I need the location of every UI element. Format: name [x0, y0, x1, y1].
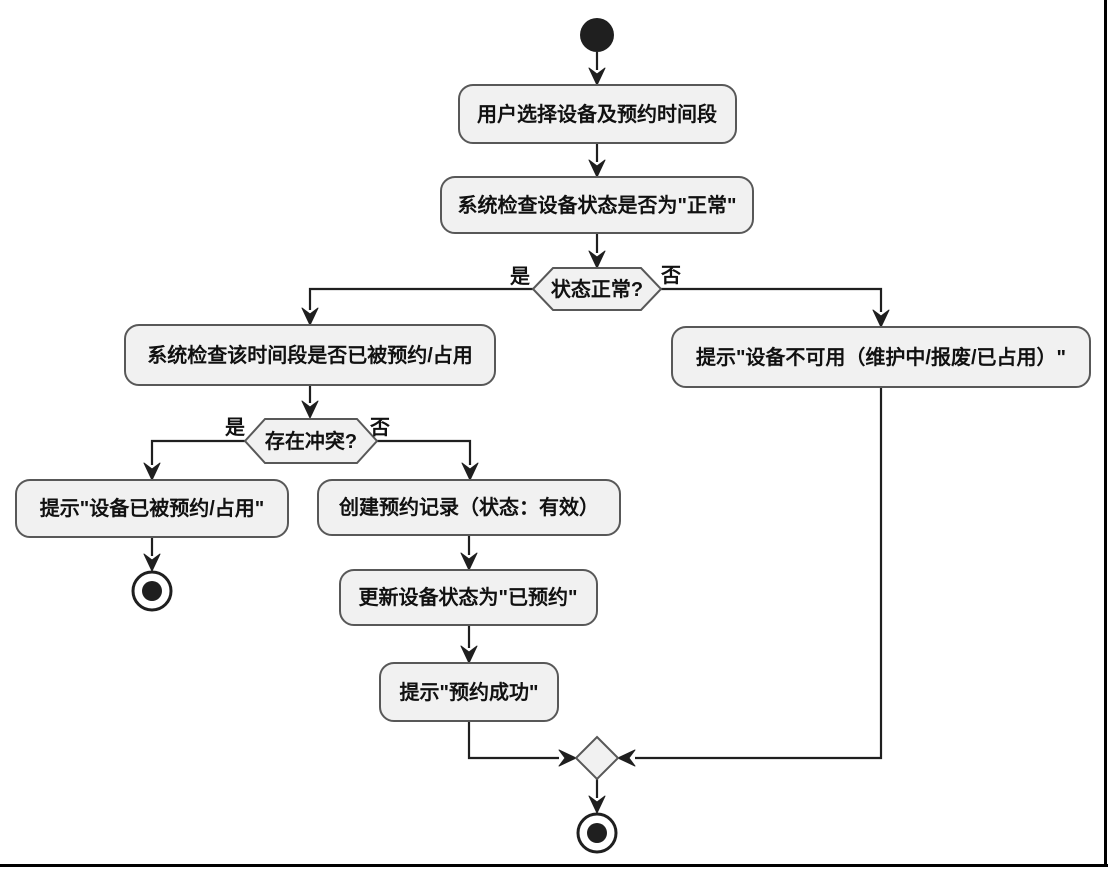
- activity-box: [671, 326, 1091, 388]
- activity-box: [440, 176, 754, 234]
- activity-check-timeslot: 系统检查该时间段是否已被预约/占用: [124, 324, 496, 386]
- decision-status-normal: 状态正常? 是 否: [509, 265, 681, 311]
- merge-diamond: [574, 735, 620, 781]
- decision-hexagon: [531, 267, 663, 311]
- edge-a8-merge: [635, 387, 883, 760]
- arrowhead-down-icon: [872, 309, 890, 328]
- decision-hexagon: [243, 418, 379, 464]
- edge-d2-no-a5: [377, 439, 472, 465]
- edge-a7-merge: [467, 721, 559, 760]
- arrowhead-down-icon: [588, 159, 606, 178]
- arrowhead-down-icon: [461, 462, 479, 481]
- end-node-bottom: [576, 812, 618, 854]
- arrowhead-down-icon: [588, 795, 606, 814]
- activity-label: 系统检查设备状态是否为"正常": [458, 193, 737, 217]
- arrowhead-down-icon: [301, 307, 319, 326]
- guard-no-label: 否: [660, 265, 681, 287]
- activity-prompt-unavailable: 提示"设备不可用（维护中/报废/已占用）": [671, 326, 1091, 388]
- arrowhead-down-icon: [301, 400, 319, 419]
- guard-yes-label: 是: [224, 416, 245, 439]
- decision-label: 存在冲突?: [265, 429, 357, 453]
- guard-yes-label: 是: [509, 265, 530, 288]
- arrowhead-left-icon: [617, 749, 636, 767]
- activity-select-device: 用户选择设备及预约时间段: [458, 84, 737, 144]
- activity-label: 更新设备状态为"已预约": [359, 585, 578, 609]
- activity-update-device-status: 更新设备状态为"已预约": [339, 569, 598, 626]
- edge-d1-yes-a3: [308, 287, 533, 310]
- arrowhead-down-icon: [588, 67, 606, 86]
- arrowhead-right-icon: [558, 749, 577, 767]
- activity-label: 创建预约记录（状态：有效）: [338, 495, 599, 519]
- activity-prompt-success: 提示"预约成功": [379, 662, 559, 722]
- guard-no-label: 否: [369, 417, 390, 439]
- activity-label: 提示"预约成功": [400, 680, 539, 704]
- arrowhead-down-icon: [460, 645, 478, 664]
- flow-edges: [143, 52, 890, 814]
- edge-d2-yes-a4: [150, 439, 245, 465]
- activity-label: 系统检查该时间段是否已被预约/占用: [147, 343, 473, 367]
- activity-box: [458, 84, 737, 144]
- edge-d1-no-a8: [661, 287, 883, 312]
- activity-check-device-status: 系统检查设备状态是否为"正常": [440, 176, 754, 234]
- activity-prompt-already-reserved: 提示"设备已被预约/占用": [15, 479, 289, 538]
- arrowhead-down-icon: [143, 462, 161, 481]
- activity-box: [15, 479, 289, 538]
- arrowhead-down-icon: [588, 250, 606, 269]
- activity-box: [124, 324, 496, 386]
- activity-box: [339, 569, 598, 626]
- activity-label: 提示"设备不可用（维护中/报废/已占用）": [696, 345, 1066, 369]
- activity-box: [379, 662, 559, 722]
- activity-create-reservation: 创建预约记录（状态：有效）: [317, 479, 621, 536]
- end-node-inner-dot: [142, 581, 162, 601]
- activity-box: [317, 479, 621, 536]
- activity-label: 提示"设备已被预约/占用": [40, 496, 265, 520]
- activity-label: 用户选择设备及预约时间段: [477, 102, 717, 126]
- decision-conflict-exists: 存在冲突? 是 否: [224, 416, 390, 464]
- end-node-left: [131, 570, 173, 612]
- start-node: [580, 18, 614, 52]
- arrowhead-down-icon: [460, 552, 478, 571]
- decision-label: 状态正常?: [551, 277, 643, 301]
- arrowhead-down-icon: [143, 553, 161, 572]
- end-node-inner-dot: [587, 823, 607, 843]
